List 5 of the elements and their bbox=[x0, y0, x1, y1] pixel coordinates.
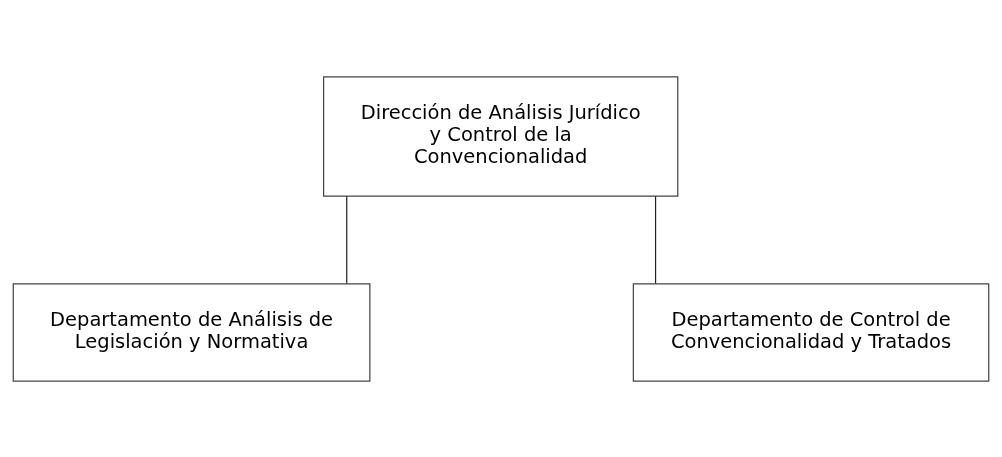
node-box: Departamento de Análisis de Legislación y Normativa bbox=[12, 282, 371, 382]
node-box: Departamento de Control de Convencionalidad y Tratados bbox=[632, 282, 990, 382]
connector bbox=[346, 195, 348, 284]
node-box: Dirección de Análisis Jurídico y Control de la Convencionalidad bbox=[323, 75, 679, 197]
connector bbox=[654, 195, 657, 284]
